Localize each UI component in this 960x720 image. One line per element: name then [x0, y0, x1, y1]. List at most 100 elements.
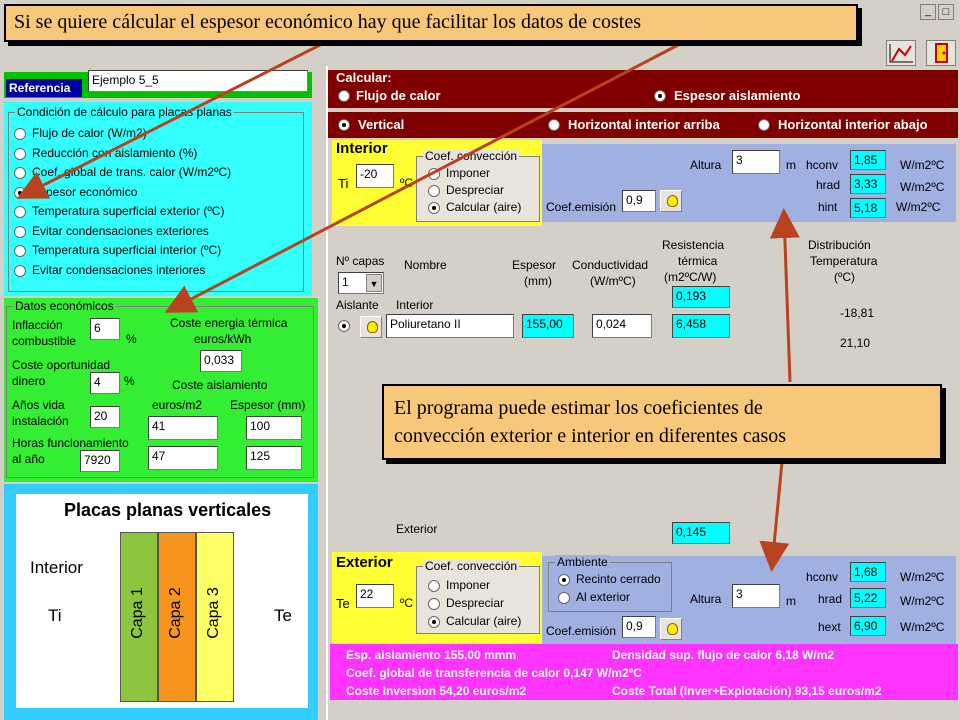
ext-conv-title: Coef. convección: [423, 559, 520, 573]
material-input[interactable]: Poliuretano II: [386, 314, 514, 338]
condicion-label-5: Evitar condensaciones exteriores: [32, 223, 209, 238]
vertical-radio[interactable]: [338, 119, 350, 131]
condicion-radio-0[interactable]: [14, 128, 26, 140]
int-imponer-label: Imponer: [446, 166, 491, 180]
condicion-radio-4[interactable]: [14, 206, 26, 218]
result-coef-global: Coef. global de transferencia de calor 0…: [346, 666, 642, 680]
hrad-ext-unit: W/m2ºC: [900, 594, 945, 608]
arrow-to-interior-coefs: [769, 208, 800, 383]
exterior-title: Exterior: [336, 554, 393, 571]
hconv-ext-unit: W/m2ºC: [900, 570, 945, 584]
hint-label: hint: [818, 200, 838, 214]
capa-column-2: [196, 532, 234, 702]
anos-input[interactable]: 20: [90, 406, 120, 428]
r-ext-value: 0,145: [672, 522, 730, 544]
anos-label-2: instalación: [12, 414, 69, 428]
vertical-label: Vertical: [358, 117, 405, 132]
col-dist-1: Distribución: [808, 238, 871, 252]
flujo-radio[interactable]: [338, 90, 350, 102]
condicion-panel: Condición de cálculo para placas planas: [4, 102, 312, 296]
int-emision-input[interactable]: 0,9: [622, 190, 656, 212]
window-controls: _ □: [920, 4, 960, 34]
horiz-abajo-label: Horizontal interior abajo: [778, 117, 928, 132]
hconv-ext-value: 1,68: [850, 562, 886, 582]
coste-op-label-2: dinero: [12, 374, 46, 388]
inflacion-unit: %: [126, 332, 137, 346]
ext-altura-input[interactable]: 3: [732, 584, 780, 608]
energia-label-1: Coste energia térmica: [170, 316, 288, 330]
int-despreciar-label: Despreciar: [446, 183, 505, 197]
condicion-radio-5[interactable]: [14, 225, 26, 238]
referencia-input[interactable]: Ejemplo 5_5: [88, 70, 308, 92]
exterior-row-label: Exterior: [396, 522, 438, 536]
interior-title: Interior: [336, 140, 388, 157]
aislante-radio[interactable]: [338, 320, 350, 332]
espesor-input-2[interactable]: 125: [246, 446, 302, 470]
r-int-value: 0,193: [672, 286, 730, 308]
hconv-int-label: hconv: [806, 158, 839, 172]
horiz-arriba-radio[interactable]: [548, 119, 560, 131]
energia-input[interactable]: 0,033: [200, 350, 242, 372]
condicion-label-1: Reducción con aislamiento (%): [32, 145, 198, 160]
condicion-radio-1[interactable]: [14, 147, 26, 160]
ext-despreciar-radio[interactable]: [428, 598, 440, 610]
condicion-label-3: Espesor económico: [32, 184, 138, 199]
horiz-abajo-radio[interactable]: [758, 119, 770, 131]
conductividad-input[interactable]: 0,024: [592, 314, 652, 338]
horas-label-1: Horas funcionamiento: [12, 436, 129, 450]
condicion-radio-6[interactable]: [14, 245, 26, 257]
minimize-button[interactable]: _: [920, 4, 936, 20]
ext-imponer-radio[interactable]: [428, 580, 440, 592]
ext-bulb-icon[interactable]: [660, 618, 682, 640]
coste-op-label-1: Coste oportunidad: [12, 358, 111, 372]
ext-calcular-radio[interactable]: [428, 616, 440, 628]
ambiente-title: Ambiente: [555, 555, 610, 569]
condicion-label-2: Coef. global de trans. calor (W/m2ºC): [32, 165, 232, 179]
int-calcular-radio[interactable]: [428, 202, 440, 214]
ti-input[interactable]: -20: [356, 164, 394, 188]
chevron-down-icon[interactable]: ▼: [366, 274, 382, 292]
callout-middle-line-2: convección exterior e interior en difere…: [394, 425, 787, 447]
hint-value: 5,18: [850, 198, 886, 218]
int-despreciar-radio[interactable]: [428, 185, 440, 197]
interior-row-label: Interior: [396, 298, 434, 312]
espesor-radio[interactable]: [654, 90, 666, 102]
hrad-ext-label: hrad: [818, 592, 843, 606]
aislante-label: Aislante: [336, 298, 379, 312]
col-dist-3: (ºC): [834, 270, 856, 284]
calcular-bar: [328, 70, 958, 108]
espesor-input-1[interactable]: 100: [246, 416, 302, 440]
int-bulb-icon[interactable]: [660, 190, 682, 212]
int-altura-input[interactable]: 3: [732, 150, 780, 174]
hrad-ext-value: 5,22: [850, 588, 886, 608]
col-espesor-2: (mm): [524, 274, 552, 288]
al-exterior-radio[interactable]: [558, 592, 570, 604]
capa-bulb-icon[interactable]: [360, 316, 382, 338]
condicion-radio-7[interactable]: [14, 264, 26, 277]
aislamiento-label: Coste aislamiento: [172, 378, 268, 392]
result-densidad: Densidad sup. flujo de calor 6,18 W/m2: [612, 648, 835, 662]
results-panel: [330, 644, 958, 700]
exit-button[interactable]: [926, 40, 956, 66]
horas-input[interactable]: 7920: [80, 450, 120, 472]
flujo-label: Flujo de calor: [356, 88, 441, 103]
maximize-button[interactable]: □: [938, 4, 954, 20]
euros-input-2[interactable]: 47: [148, 446, 218, 470]
anos-label-1: Años vida: [12, 398, 65, 412]
euros-input-1[interactable]: 41: [148, 416, 218, 440]
inflacion-input[interactable]: 6: [90, 318, 120, 340]
economicos-group: Datos económicos: [6, 299, 314, 478]
espesor-value: 155,00: [522, 314, 574, 338]
exit-door-icon: [935, 43, 948, 63]
coste-op-input[interactable]: 4: [90, 372, 120, 394]
ext-emision-input[interactable]: 0,9: [622, 616, 656, 638]
te-input[interactable]: 22: [356, 584, 394, 608]
recinto-radio[interactable]: [558, 574, 570, 586]
ext-calcular-label: Calcular (aire): [446, 614, 522, 628]
espesor-label: Espesor aislamiento: [674, 88, 801, 103]
hext-value: 6,90: [850, 616, 886, 636]
ext-imponer-label: Imponer: [446, 578, 491, 592]
col-resist-3: (m2ºC/W): [664, 270, 717, 284]
condicion-label-6: Temperatura superficial interior (ºC): [32, 243, 222, 257]
chart-tool-button[interactable]: [886, 40, 916, 66]
